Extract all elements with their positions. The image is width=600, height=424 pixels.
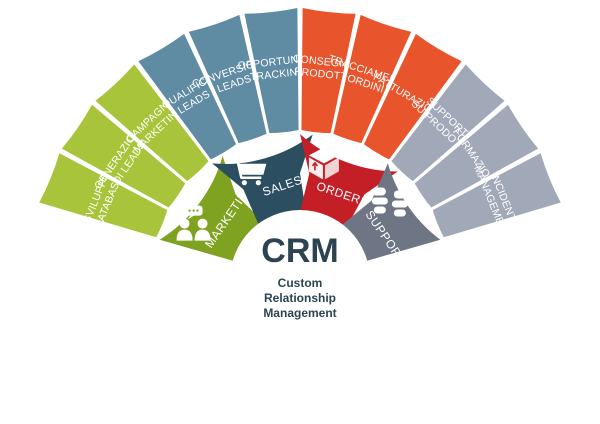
sales-arrow: SALES xyxy=(212,134,313,226)
sales-item-1-segment xyxy=(138,33,237,160)
sales-item-3-line-2: TRACKING xyxy=(249,65,306,83)
sales-item-1: QUALIFICALEADS xyxy=(138,33,237,160)
orders-item-2-segment xyxy=(333,14,412,144)
crm-subtitle-line-2: Relationship xyxy=(264,291,336,305)
sales-item-2-segment xyxy=(188,14,267,144)
crm-subtitle-line-3: Management xyxy=(263,306,336,320)
package-box-icon xyxy=(308,147,339,180)
orders-item-1: CONSEGNAPRODOTTI xyxy=(291,8,356,134)
orders-item-1-label: CONSEGNAPRODOTTI xyxy=(291,53,355,84)
marketing-item-3-segment xyxy=(95,64,209,182)
support-item-3-segment xyxy=(432,153,561,238)
orders-item-3-segment xyxy=(363,33,462,160)
marketing-item-1: SVILUPPODATABASE xyxy=(39,153,168,238)
support-item-2-segment xyxy=(414,104,539,208)
sales-arrow-shape xyxy=(212,134,313,226)
sales-item-3-segment xyxy=(244,8,299,134)
shopping-cart-icon xyxy=(231,158,267,186)
marketing-item-2-segment xyxy=(61,104,186,208)
people-chat-icon xyxy=(176,205,211,241)
orders-arrow: ORDERS xyxy=(300,134,398,230)
helping-hands-icon xyxy=(371,187,408,217)
crm-subtitle-line-1: Custom xyxy=(278,276,323,290)
marketing-item-1-segment xyxy=(39,153,168,238)
sales-item-3: OPPORTUNITYTRACKING xyxy=(237,8,316,134)
crm-center: CRM Custom Relationship Management xyxy=(230,210,370,350)
crm-title: CRM xyxy=(261,232,338,270)
orders-item-1-segment xyxy=(301,8,356,134)
support-item-3: INCIDENTMANAGEMENT xyxy=(432,153,561,240)
orders-item-1-line-2: PRODOTTI xyxy=(294,65,351,83)
center-circle xyxy=(230,210,370,350)
support-item-1-segment xyxy=(391,64,505,182)
support-arrow-shape xyxy=(340,163,441,262)
